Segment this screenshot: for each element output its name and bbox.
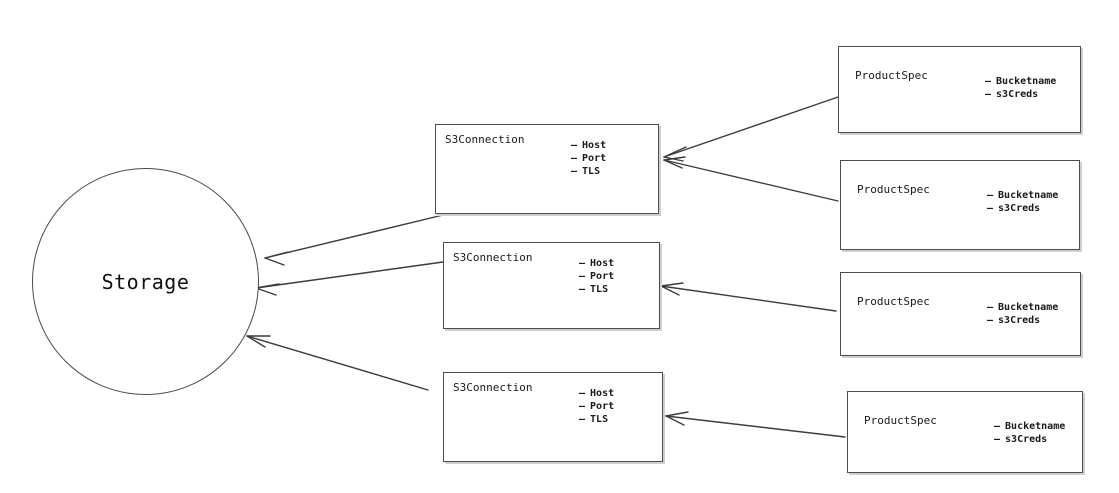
attribute-label: s3Creds: [996, 89, 1039, 100]
arrow-product-spec-3-to-s3-connection-2: [660, 282, 837, 312]
attribute-dash: –: [985, 76, 992, 87]
attribute-dash: –: [579, 388, 586, 399]
attribute-row: –Host: [579, 387, 614, 400]
arrow-product-spec-1-to-s3-connection-1: [663, 96, 839, 162]
attribute-label: s3Creds: [998, 203, 1041, 214]
attribute-row: –Port: [579, 270, 614, 283]
attribute-dash: –: [987, 315, 994, 326]
arrow-s3-connection-1-to-storage: [264, 214, 444, 266]
attribute-row: –Bucketname: [987, 301, 1058, 314]
attribute-row: –Bucketname: [985, 75, 1056, 88]
attribute-label: Bucketname: [996, 76, 1057, 87]
product-spec-attributes: –Bucketname –s3Creds: [985, 75, 1056, 101]
attribute-dash: –: [571, 140, 578, 151]
s3-connection-title: S3Connection: [453, 251, 533, 264]
product-spec-attributes: –Bucketname –s3Creds: [994, 420, 1065, 446]
attribute-label: s3Creds: [1005, 434, 1048, 445]
attribute-row: –s3Creds: [987, 314, 1058, 327]
attribute-dash: –: [987, 190, 994, 201]
attribute-row: –Bucketname: [987, 189, 1058, 202]
arrow-product-spec-4-to-s3-connection-3: [665, 411, 846, 438]
attribute-label: TLS: [582, 166, 601, 177]
s3-connection-box-2[interactable]: S3Connection –Host –Port –TLS: [443, 242, 660, 329]
attribute-dash: –: [579, 414, 586, 425]
storage-node-label: Storage: [101, 269, 190, 294]
arrow-s3-connection-2-to-storage: [255, 261, 444, 296]
attribute-row: –Port: [579, 400, 614, 413]
attribute-dash: –: [579, 401, 586, 412]
s3-connection-box-1[interactable]: S3Connection –Host –Port –TLS: [435, 124, 659, 214]
s3-connection-attributes: –Host –Port –TLS: [571, 139, 606, 178]
product-spec-box-3[interactable]: ProductSpec –Bucketname –s3Creds: [840, 272, 1081, 356]
attribute-label: Host: [590, 258, 615, 269]
product-spec-box-2[interactable]: ProductSpec –Bucketname –s3Creds: [840, 160, 1080, 250]
attribute-row: –s3Creds: [994, 433, 1065, 446]
storage-node[interactable]: Storage: [32, 168, 259, 395]
attribute-label: TLS: [590, 414, 609, 425]
product-spec-attributes: –Bucketname –s3Creds: [987, 301, 1058, 327]
attribute-dash: –: [579, 271, 586, 282]
attribute-row: –s3Creds: [987, 202, 1058, 215]
attribute-label: Bucketname: [998, 190, 1059, 201]
attribute-dash: –: [994, 421, 1001, 432]
s3-connection-attributes: –Host –Port –TLS: [579, 257, 614, 296]
attribute-label: TLS: [590, 284, 609, 295]
attribute-label: Host: [590, 388, 615, 399]
product-spec-title: ProductSpec: [857, 295, 930, 308]
attribute-row: –Host: [571, 139, 606, 152]
s3-connection-title: S3Connection: [445, 133, 525, 146]
attribute-label: Host: [582, 140, 607, 151]
attribute-row: –TLS: [579, 283, 614, 296]
attribute-dash: –: [987, 302, 994, 313]
attribute-dash: –: [571, 153, 578, 164]
attribute-dash: –: [985, 89, 992, 100]
product-spec-title: ProductSpec: [864, 414, 937, 427]
s3-connection-title: S3Connection: [453, 381, 533, 394]
attribute-dash: –: [994, 434, 1001, 445]
attribute-label: Bucketname: [998, 302, 1059, 313]
attribute-dash: –: [987, 203, 994, 214]
attribute-row: –s3Creds: [985, 88, 1056, 101]
attribute-dash: –: [579, 258, 586, 269]
attribute-label: Port: [582, 153, 607, 164]
attribute-row: –TLS: [579, 413, 614, 426]
attribute-label: Port: [590, 401, 615, 412]
product-spec-box-1[interactable]: ProductSpec –Bucketname –s3Creds: [838, 46, 1081, 133]
attribute-label: s3Creds: [998, 315, 1041, 326]
s3-connection-attributes: –Host –Port –TLS: [579, 387, 614, 426]
attribute-label: Bucketname: [1005, 421, 1066, 432]
attribute-label: Port: [590, 271, 615, 282]
attribute-dash: –: [571, 166, 578, 177]
arrow-s3-connection-3-to-storage: [246, 335, 429, 391]
attribute-row: –Host: [579, 257, 614, 270]
s3-connection-box-3[interactable]: S3Connection –Host –Port –TLS: [443, 372, 663, 462]
attribute-dash: –: [579, 284, 586, 295]
attribute-row: –Bucketname: [994, 420, 1065, 433]
arrow-product-spec-2-to-s3-connection-1: [663, 156, 839, 202]
product-spec-attributes: –Bucketname –s3Creds: [987, 189, 1058, 215]
attribute-row: –TLS: [571, 165, 606, 178]
product-spec-title: ProductSpec: [857, 183, 930, 196]
attribute-row: –Port: [571, 152, 606, 165]
product-spec-box-4[interactable]: ProductSpec –Bucketname –s3Creds: [847, 391, 1083, 473]
product-spec-title: ProductSpec: [855, 69, 928, 82]
